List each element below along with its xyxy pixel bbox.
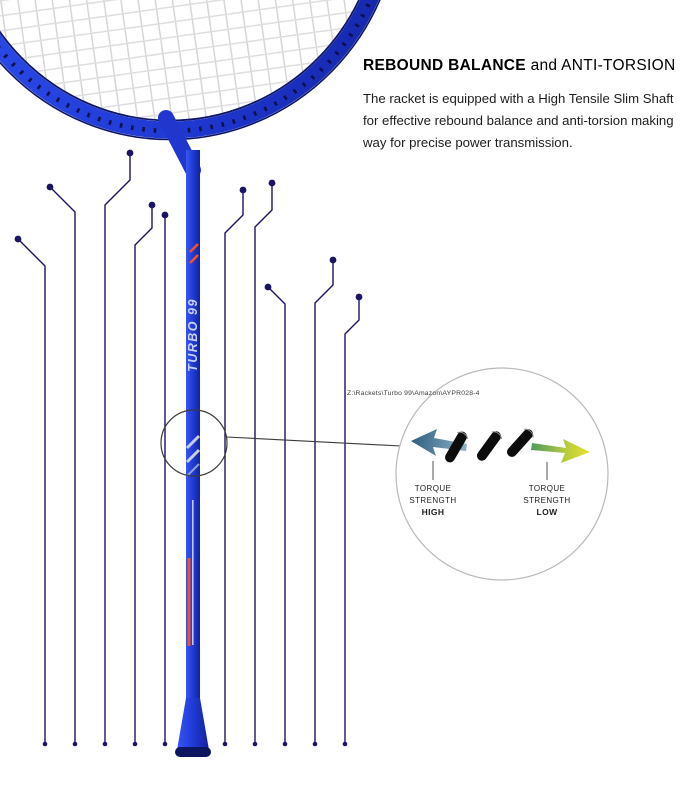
torque-low-line3: LOW [536,507,558,518]
trace-lines [17,153,360,742]
shaft-white-stripe [192,500,194,645]
shaft-cylinder-2-icon [476,431,502,461]
torque-low-line1: TORQUE [528,484,566,493]
shaft-cylinder-1-icon [445,431,469,463]
grip-butt-cap [175,747,211,757]
shaft-silver-chevrons [185,434,201,464]
torque-low-line2: STRENGTH [523,495,571,505]
arrow-torque-low-icon [531,439,590,463]
section-title-strong: REBOUND BALANCE [363,57,526,74]
circuit-traces [14,149,363,747]
section-title: REBOUND BALANCE and ANTI-TORSION [363,57,675,75]
section-title-regular: and ANTI-TORSION [530,57,676,74]
section-description: The racket is equipped with a High Tensi… [363,91,674,150]
callout-circle [395,367,609,581]
shaft-blue-chevron [186,463,200,477]
torque-high-line1: TORQUE [414,484,452,493]
watermark-file-path: Z:\Rackets\Turbo 99\Amazon\AYPR028-4 [347,390,480,397]
trace-start-dots [14,149,363,301]
shaft-brand-label: TURBO 99 [186,298,200,372]
torque-high-line2: STRENGTH [409,495,457,505]
zoom-callout [160,367,609,581]
shaft-orange-chevrons [189,243,199,264]
shaft-orange-stripe [187,558,191,646]
torque-high-label: TORQUE STRENGTH HIGH [391,483,475,519]
shaft-zoom-ring [160,409,228,477]
shaft-cylinder-3-icon [506,428,534,457]
torque-low-label: TORQUE STRENGTH LOW [505,483,589,519]
grip-cone [177,698,209,750]
callout-connector-line [226,436,402,447]
trace-end-dots [42,741,348,747]
racket: TURBO 99 [0,0,381,757]
torque-high-line3: HIGH [421,507,445,518]
